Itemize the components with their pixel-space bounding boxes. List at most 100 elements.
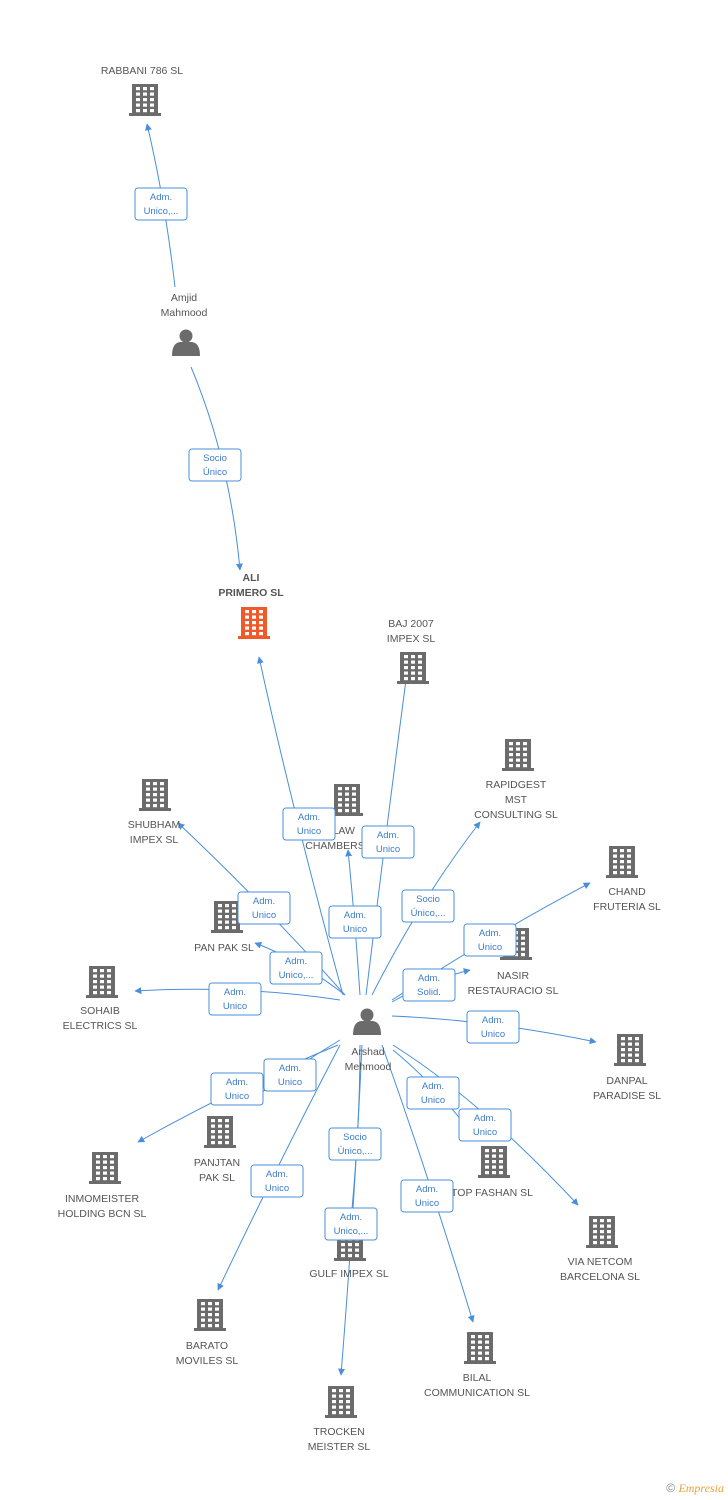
edge-label-arshad-barato[interactable]: Adm.Unico — [250, 1164, 304, 1198]
building-icon — [211, 901, 243, 933]
edge-label-arshad-panpak[interactable]: Adm.Unico,... — [269, 951, 323, 985]
edge-label-text: Adm. — [474, 1113, 496, 1124]
node-label: Mahmood — [161, 307, 208, 319]
edge-label-box[interactable] — [402, 968, 456, 1002]
edge-label-text: Unico,... — [144, 206, 179, 217]
building-icon — [194, 1299, 226, 1331]
edge-label-text: Adm. — [377, 830, 399, 841]
building-icon — [614, 1034, 646, 1066]
edge-label-box[interactable] — [463, 923, 517, 957]
edge-label-arshad-chand[interactable]: Adm.Unico — [463, 923, 517, 957]
edge-label-text: Unico — [343, 924, 367, 935]
node-label: IMPEX SL — [130, 834, 179, 846]
edge-label-box[interactable] — [237, 891, 291, 925]
edge-label-box[interactable] — [282, 807, 336, 841]
edge-label-box[interactable] — [208, 982, 262, 1016]
building-icon — [397, 652, 429, 684]
node-label: CHAMBERS — [305, 840, 365, 852]
node-topfashan[interactable]: TOP FASHAN SL — [451, 1146, 533, 1199]
edge-label-box[interactable] — [210, 1072, 264, 1106]
edge-label-text: Unico — [225, 1091, 249, 1102]
building-icon — [502, 739, 534, 771]
edge-label-arshad-bilal[interactable]: Adm.Unico — [400, 1179, 454, 1213]
node-label: Arshad — [351, 1046, 384, 1058]
person-icon — [172, 329, 200, 356]
edge-label-text: Adm. — [253, 896, 275, 907]
node-label: FRUTERIA SL — [593, 901, 661, 913]
edge-label-box[interactable] — [401, 889, 455, 923]
edge-label-text: Unico — [223, 1001, 247, 1012]
edge-label-box[interactable] — [466, 1010, 520, 1044]
edge-label-text: Socio — [343, 1132, 367, 1143]
edge-label-arshad-danpal[interactable]: Adm.Unico — [466, 1010, 520, 1044]
node-label: NASIR — [497, 970, 530, 982]
building-icon — [586, 1216, 618, 1248]
copyright-symbol: © — [666, 1481, 676, 1495]
building-icon — [204, 1116, 236, 1148]
building-icon — [331, 784, 363, 816]
edge-label-arshad-shubham[interactable]: Adm.Unico — [237, 891, 291, 925]
edge-label-box[interactable] — [134, 187, 188, 221]
edge-label-box[interactable] — [324, 1207, 378, 1241]
footer-brand: © Empresia — [666, 1481, 724, 1496]
node-label: BILAL — [463, 1372, 492, 1384]
edge-label-arshad-lawchambers[interactable]: Adm.Unico — [328, 905, 382, 939]
edge-label-arshad-ali[interactable]: Adm.Unico — [282, 807, 336, 841]
edge-label-box[interactable] — [361, 825, 415, 859]
edge-label-text: Único,... — [411, 908, 446, 919]
edge-label-arshad-sohaib[interactable]: Adm.Unico — [208, 982, 262, 1016]
edge-label-box[interactable] — [263, 1058, 317, 1092]
edge-label-arshad-trocken[interactable]: Adm.Unico,... — [324, 1207, 378, 1241]
building-icon — [139, 779, 171, 811]
edge-label-arshad-baj[interactable]: Adm.Unico — [361, 825, 415, 859]
edge-label-arshad-rapidgest[interactable]: SocioÚnico,... — [401, 889, 455, 923]
edge-label-arshad-panjtan[interactable]: Adm.Unico — [263, 1058, 317, 1092]
node-label: DANPAL — [606, 1075, 647, 1087]
node-label: PAN PAK SL — [194, 942, 254, 954]
edge-label-box[interactable] — [400, 1179, 454, 1213]
node-label: TROCKEN — [313, 1426, 364, 1438]
edge-label-arshad-gulf[interactable]: SocioÚnico,... — [328, 1127, 382, 1161]
edge-label-text: Unico — [478, 942, 502, 953]
edge-label-text: Adm. — [416, 1184, 438, 1195]
edge-label-box[interactable] — [250, 1164, 304, 1198]
edge-label-box[interactable] — [406, 1076, 460, 1110]
node-panpak[interactable]: PAN PAK SL — [194, 901, 254, 954]
node-rabbani[interactable]: RABBANI 786 SL — [101, 65, 183, 116]
edge-label-box[interactable] — [458, 1108, 512, 1142]
edge-label-text: Socio — [416, 894, 440, 905]
node-label: PARADISE SL — [593, 1090, 661, 1102]
node-label: SOHAIB — [80, 1005, 120, 1017]
edge-label-amjid-rabbani[interactable]: Adm.Unico,... — [134, 187, 188, 221]
node-danpal[interactable]: DANPAL PARADISE SL — [593, 1034, 661, 1102]
edge-label-box[interactable] — [269, 951, 323, 985]
node-label: MST — [505, 794, 528, 806]
edge-label-arshad-inmomeister[interactable]: Adm.Unico — [210, 1072, 264, 1106]
node-label: Mehmood — [345, 1061, 392, 1073]
node-label: PRIMERO SL — [218, 587, 284, 599]
edge-label-arshad-nasir[interactable]: Adm.Solid. — [402, 968, 456, 1002]
building-icon — [325, 1386, 357, 1418]
edge-label-box[interactable] — [328, 905, 382, 939]
edge-label-box[interactable] — [328, 1127, 382, 1161]
edge-label-arshad-vianetcom[interactable]: Adm.Unico — [458, 1108, 512, 1142]
edge-label-box[interactable] — [188, 448, 242, 482]
edge-label-text: Solid. — [417, 987, 441, 998]
edge-label-arshad-topfashan[interactable]: Adm.Unico — [406, 1076, 460, 1110]
